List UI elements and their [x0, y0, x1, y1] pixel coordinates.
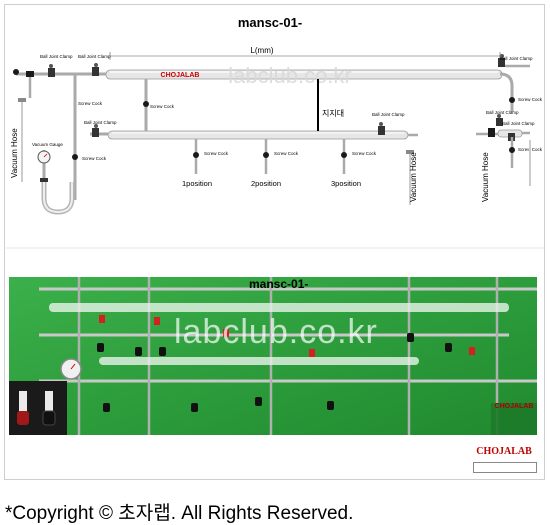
- position-branch-2: [263, 139, 269, 174]
- screw-cock-label-3: Screw Cock: [82, 156, 107, 161]
- ball-joint-clamp-label-4: Ball Joint Clamp: [372, 112, 405, 117]
- ball-joint-clamp-6[interactable]: [496, 114, 503, 126]
- vacuum-hose-label-mid: Vacuum Hose: [409, 152, 418, 202]
- ball-joint-clamp-label-6: Ball Joint Clamp: [486, 110, 519, 115]
- position-label-3: 3position: [331, 179, 361, 188]
- position-branch-3: [341, 139, 347, 174]
- ball-joint-clamp-4[interactable]: [378, 122, 385, 135]
- dimension-label: L(mm): [250, 46, 273, 55]
- screw-cock-right-bottom[interactable]: [509, 147, 515, 153]
- manifold-photo: mansc-01- labclub.co.kr CHOJALAB: [9, 277, 537, 435]
- position-label-1: 1position: [182, 179, 212, 188]
- dimension-line: [109, 52, 501, 60]
- position-branch-1: [193, 139, 199, 174]
- photo-brand-label: CHOJALAB: [494, 403, 534, 410]
- screw-cock-label-2: Screw Cock: [150, 104, 175, 109]
- vacuum-gauge-label: Vacuum Gauge: [32, 142, 63, 147]
- support-label: 지지대: [322, 109, 344, 118]
- logo-frame: [473, 462, 537, 473]
- screw-cock-label-right-top: Screw Cock: [518, 97, 543, 102]
- ball-joint-clamp-1[interactable]: [48, 64, 55, 77]
- vacuum-hose-label-left: Vacuum Hose: [10, 128, 19, 178]
- inset-stopcock-photo: [9, 381, 67, 435]
- diagram-title: mansc-01-: [238, 15, 302, 30]
- logo-brand-text: CHOJALAB: [476, 446, 532, 457]
- ball-joint-clamp-2[interactable]: [92, 63, 99, 76]
- ball-joint-clamp-3[interactable]: [92, 124, 99, 137]
- right-downcomer: [499, 72, 514, 112]
- logo: CHOJALAB: [468, 440, 540, 482]
- ball-joint-clamp-label-7: Ball Joint Clamp: [502, 121, 535, 126]
- right-stopcock[interactable]: [488, 128, 495, 137]
- left-end-stopcock-body[interactable]: [26, 71, 34, 77]
- position-label-2: 2position: [251, 179, 281, 188]
- lower-manifold-tube: [107, 130, 409, 140]
- screw-cock-connector[interactable]: [143, 101, 149, 107]
- manifold-schematic: mansc-01- L(mm) CHOJALAB labclub.co.kr B…: [6, 15, 544, 249]
- watermark: labclub.co.kr: [228, 63, 352, 88]
- screw-cock-label-pos1: Screw Cock: [204, 151, 229, 156]
- ball-joint-clamp-5[interactable]: [498, 54, 505, 67]
- screw-cock-label-1: Screw Cock: [78, 101, 103, 106]
- copyright-notice: *Copyright © 초자랩. All Rights Reserved.: [5, 503, 354, 524]
- u-trap: [41, 180, 75, 215]
- screw-cock-left[interactable]: [72, 154, 78, 160]
- photo-title: mansc-01-: [249, 277, 309, 291]
- screw-cock-label-pos3: Screw Cock: [352, 151, 377, 156]
- left-end-stopcock[interactable]: [13, 69, 19, 75]
- ball-joint-clamp-label-5: Ball Joint Clamp: [500, 56, 533, 61]
- vacuum-hose-label-right: Vacuum Hose: [481, 152, 490, 202]
- ball-joint-clamp-label-2: Ball Joint Clamp: [78, 54, 111, 59]
- photo-watermark: labclub.co.kr: [174, 313, 378, 351]
- ball-joint-clamp-label-1: Ball Joint Clamp: [40, 54, 73, 59]
- screw-cock-label-pos2: Screw Cock: [274, 151, 299, 156]
- ball-joint-clamp-label-3: Ball Joint Clamp: [84, 120, 117, 125]
- brand-label: CHOJALAB: [161, 72, 200, 79]
- screw-cock-right-top[interactable]: [509, 97, 515, 103]
